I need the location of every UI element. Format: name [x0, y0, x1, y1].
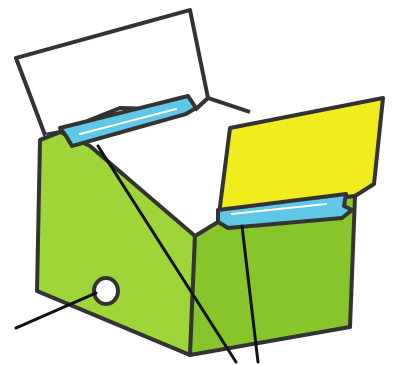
side-hole	[94, 278, 118, 304]
